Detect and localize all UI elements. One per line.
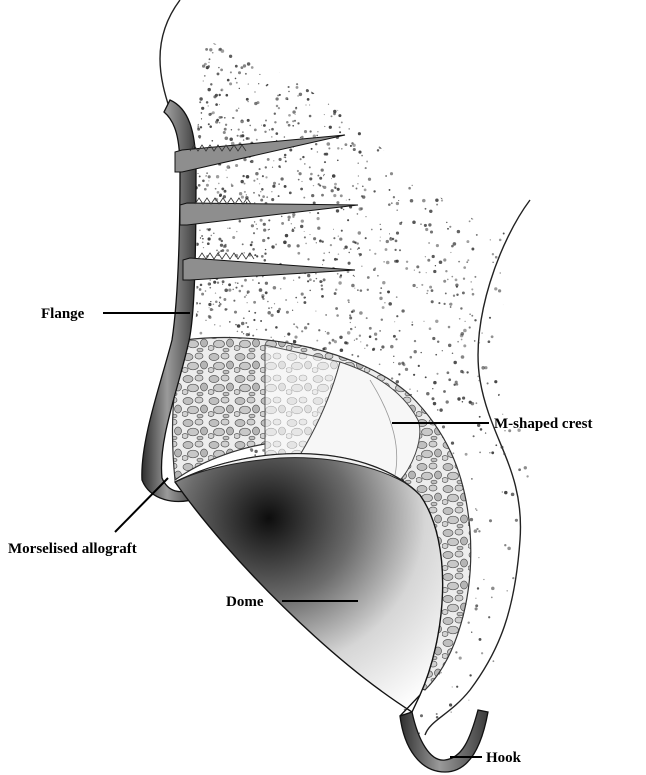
label-morselised-allograft: Morselised allograft <box>8 541 137 557</box>
screw-icon <box>175 135 345 172</box>
label-dome: Dome <box>226 594 264 610</box>
cage-hook <box>400 710 488 772</box>
label-flange: Flange <box>41 306 85 322</box>
morselised-leader <box>115 478 168 532</box>
screw-icon <box>183 253 355 280</box>
label-hook: Hook <box>486 750 522 766</box>
label-m-shaped-crest: M-shaped crest <box>494 416 592 432</box>
dome-shell <box>175 454 443 712</box>
